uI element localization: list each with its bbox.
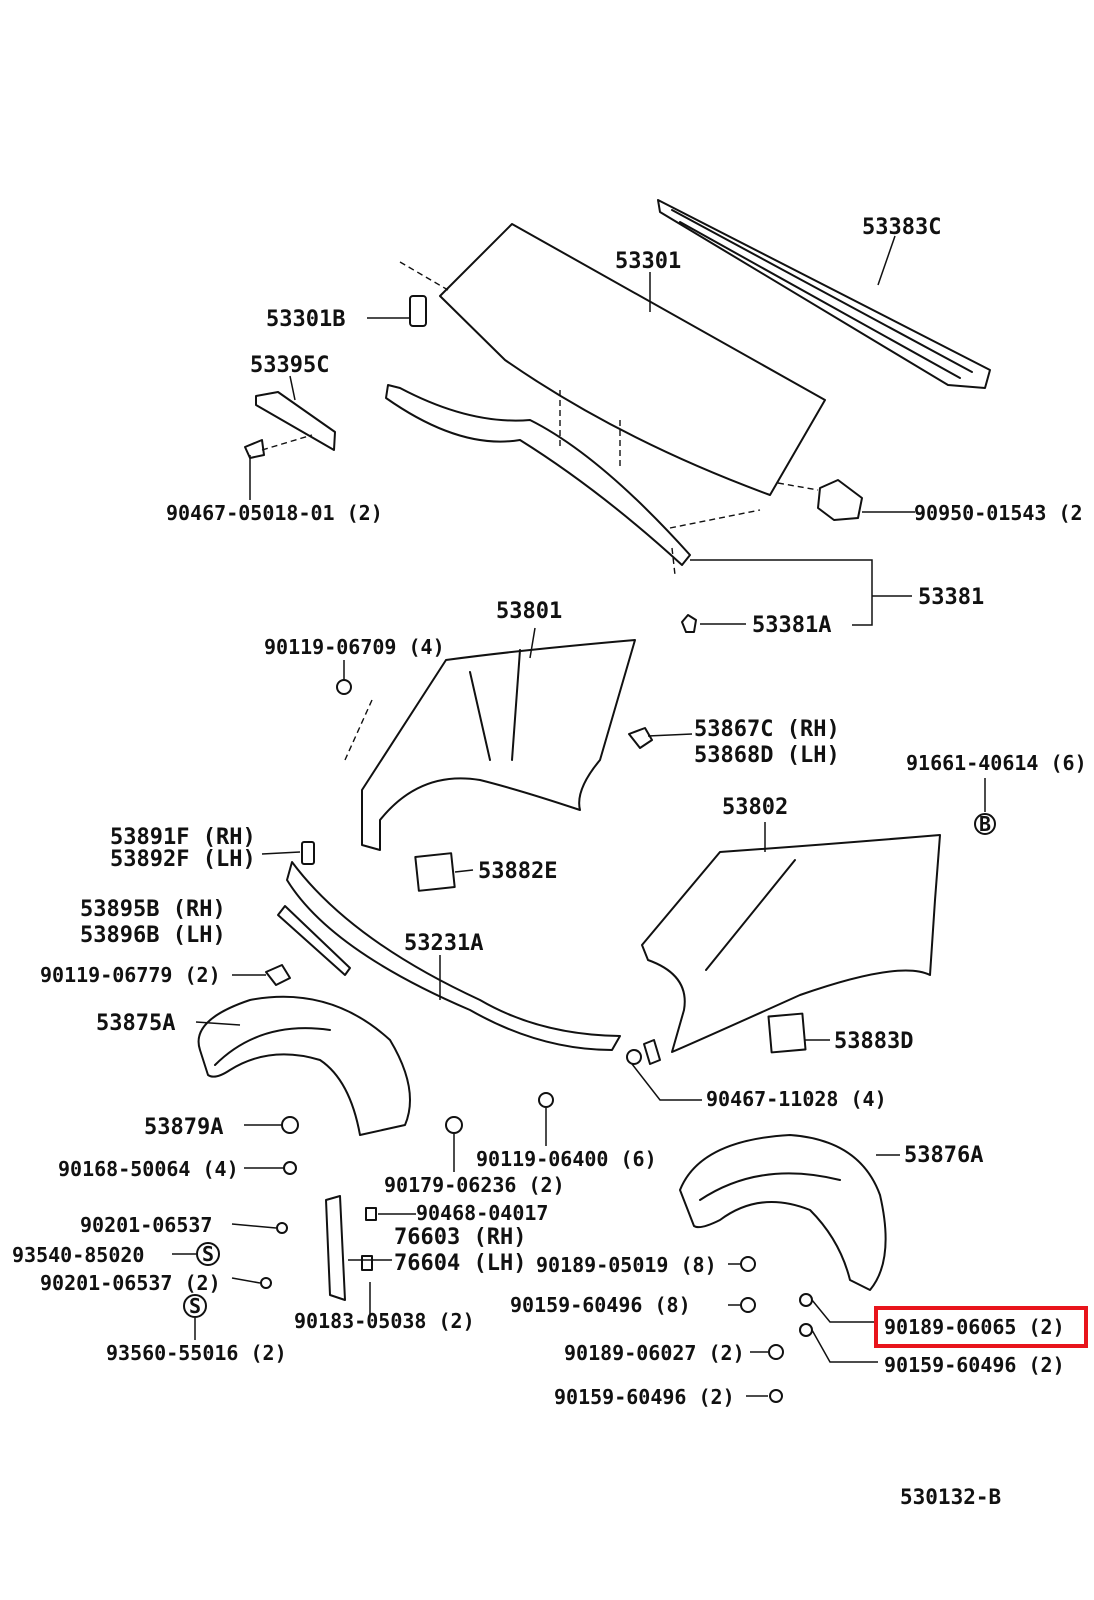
liner-53876A [679, 1134, 887, 1291]
label-76604: 76604 (LH) [394, 1251, 526, 1276]
label-90159-b: 90159-60496 (2) [884, 1353, 1065, 1377]
label-90201-a: 90201-06537 [80, 1213, 212, 1237]
label-90189-05019: 90189-05019 (8) [536, 1253, 717, 1277]
label-53896B: 53896B (LH) [80, 923, 226, 948]
label-53381: 53381 [918, 585, 984, 610]
label-90189-06065: 90189-06065 (2) [884, 1315, 1065, 1339]
label-53383C: 53383C [862, 215, 941, 240]
bolt-90119-06779 [265, 964, 291, 986]
marker-b-icon: B [974, 812, 996, 836]
label-53301B: 53301B [266, 307, 345, 332]
cover-53882E [414, 852, 456, 892]
label-90119-06779: 90119-06779 (2) [40, 963, 221, 987]
marker-s-icon: S [196, 1242, 220, 1266]
label-90159-a: 90159-60496 (8) [510, 1293, 691, 1317]
leader-lines [172, 235, 986, 1397]
diagram-id: 530132-B [900, 1485, 1001, 1509]
cowl-weatherstrip [657, 199, 991, 389]
seal-53891F [301, 841, 315, 865]
clip-53381A [681, 614, 697, 633]
label-53395C: 53395C [250, 353, 329, 378]
label-90119-06709: 90119-06709 (4) [264, 635, 445, 659]
label-90201-b: 90201-06537 (2) [40, 1271, 221, 1295]
label-53892F: 53892F (LH) [110, 847, 256, 872]
label-90467-11028: 90467-11028 (4) [706, 1087, 887, 1111]
label-91661: 91661-40614 (6) [906, 751, 1087, 775]
bumper-stop [399, 261, 449, 327]
label-53231A: 53231A [404, 931, 483, 956]
fastener-group [260, 679, 813, 1403]
windshield-glass [439, 223, 826, 496]
label-53891F: 53891F (RH) [110, 825, 256, 850]
label-93540: 93540-85020 [12, 1243, 144, 1267]
marker-b-label: B [979, 812, 991, 836]
label-53883D: 53883D [834, 1029, 913, 1054]
label-53879A: 53879A [144, 1115, 223, 1140]
label-53882E: 53882E [478, 859, 557, 884]
label-53801: 53801 [496, 599, 562, 624]
label-90159-c: 90159-60496 (2) [554, 1385, 735, 1409]
marker-s-icon: S [183, 1294, 207, 1318]
highlight-box [874, 1306, 1088, 1348]
liner-53875A [197, 995, 411, 1136]
label-53381A: 53381A [752, 613, 831, 638]
label-53895B: 53895B (RH) [80, 897, 226, 922]
fastener-90950 [669, 479, 863, 529]
marker-s-label: S [202, 1242, 214, 1266]
label-90189-06027: 90189-06027 (2) [564, 1341, 745, 1365]
label-53876A: 53876A [904, 1143, 983, 1168]
fender-53802 [641, 834, 941, 1053]
cover-53883D [767, 1012, 807, 1054]
label-90179: 90179-06236 (2) [384, 1173, 565, 1197]
label-90183: 90183-05038 (2) [294, 1309, 475, 1333]
inner-panel-53801 [344, 639, 636, 851]
label-76603: 76603 (RH) [394, 1225, 526, 1250]
bracket-76603 [325, 1195, 346, 1301]
label-90168: 90168-50064 (4) [58, 1157, 239, 1181]
label-90468: 90468-04017 [416, 1201, 548, 1225]
label-53868D: 53868D (LH) [694, 743, 840, 768]
seal-strip-53895B [277, 905, 351, 976]
part-labels: 53383C 53301 53301B 53395C 90467-05018-0… [12, 215, 1087, 1509]
label-93560: 93560-55016 (2) [106, 1341, 287, 1365]
marker-s-label: S [189, 1294, 201, 1318]
label-90467-05018: 90467-05018-01 (2) [166, 501, 383, 525]
spoiler-53231A [286, 861, 621, 1051]
cowl-panel [385, 384, 691, 576]
label-53802: 53802 [722, 795, 788, 820]
label-90119-06400: 90119-06400 (6) [476, 1147, 657, 1171]
label-53875A: 53875A [96, 1011, 175, 1036]
bracket-53395C [244, 391, 336, 459]
label-90950: 90950-01543 (2 [914, 501, 1083, 525]
label-53867C: 53867C (RH) [694, 717, 840, 742]
label-53301: 53301 [615, 249, 681, 274]
